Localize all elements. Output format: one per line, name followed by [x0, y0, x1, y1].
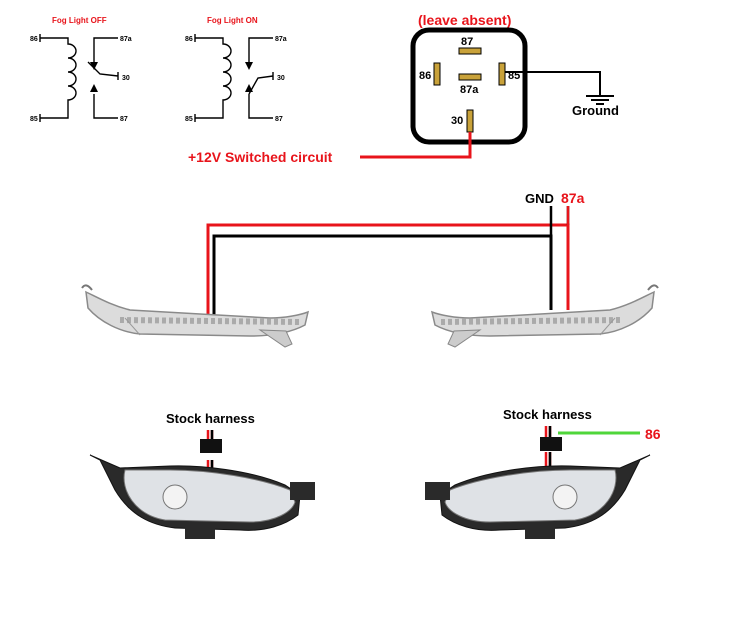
- relay-pin-30: [466, 109, 474, 133]
- schematic-off-pin-87a: 87a: [120, 36, 132, 43]
- schematic-off: Fog Light OFF 86 85 87a 30 87: [30, 16, 132, 123]
- drl-riser-wires: [549, 206, 570, 236]
- fog-right-harness-label: Stock harness: [503, 407, 592, 422]
- relay-label-87: 87: [461, 36, 473, 48]
- relay-pin-87a: [458, 73, 482, 81]
- switched-circuit-wire: [360, 132, 472, 159]
- schematic-on-switch: [248, 37, 274, 119]
- schematic-on-pin-86: 86: [185, 36, 193, 43]
- relay-label-87a: 87a: [460, 84, 479, 96]
- schematic-off-switch: [87, 37, 119, 119]
- ground-symbol-icon: [586, 95, 614, 105]
- relay: (leave absent) 87 87a 86 85 30 Ground +1…: [188, 12, 619, 165]
- fog-left-harness-label: Stock harness: [166, 411, 255, 426]
- drl-left: [81, 284, 310, 348]
- drl-wiring: GND 87a: [206, 190, 585, 318]
- relay-pin-86: [433, 62, 441, 86]
- schematic-on-pin-30: 30: [277, 75, 285, 82]
- schematic-on-coil: [194, 34, 232, 122]
- drl-black-wire: [212, 234, 553, 318]
- relay-pin-87: [458, 47, 482, 55]
- schematic-off-pin-87: 87: [120, 116, 128, 123]
- switched-circuit-label: +12V Switched circuit: [188, 149, 333, 165]
- schematic-on-pin-85: 85: [185, 116, 193, 123]
- schematic-off-title: Fog Light OFF: [52, 16, 107, 25]
- fog-left: Stock harness: [89, 411, 315, 539]
- schematic-off-pin-85: 85: [30, 116, 38, 123]
- drl-87a-label: 87a: [561, 190, 585, 206]
- schematic-on-title: Fog Light ON: [207, 16, 258, 25]
- fog-right-86-label: 86: [645, 426, 661, 442]
- fog-left-connector: [200, 439, 222, 453]
- schematic-on-pin-87: 87: [275, 116, 283, 123]
- drl-gnd-label: GND: [525, 191, 554, 206]
- schematic-off-pin-86: 86: [30, 36, 38, 43]
- drl-red-wire: [206, 223, 570, 318]
- ground-label: Ground: [572, 103, 619, 118]
- schematic-off-coil: [39, 34, 77, 122]
- relay-label-86: 86: [419, 70, 431, 82]
- schematic-on-arrows: [245, 62, 253, 92]
- schematic-off-arrows: [90, 62, 98, 92]
- drl-right: [430, 284, 659, 348]
- schematic-on-pin-87a: 87a: [275, 36, 287, 43]
- relay-note: (leave absent): [418, 12, 511, 28]
- fog-right: Stock harness 86: [425, 407, 661, 539]
- relay-ground-wire: [505, 71, 601, 95]
- schematic-off-pin-30: 30: [122, 75, 130, 82]
- schematic-on: Fog Light ON 86 85 87a 30 87: [185, 16, 287, 123]
- relay-pin-85: [498, 62, 506, 86]
- relay-label-30: 30: [451, 115, 463, 127]
- fog-right-connector: [540, 437, 562, 451]
